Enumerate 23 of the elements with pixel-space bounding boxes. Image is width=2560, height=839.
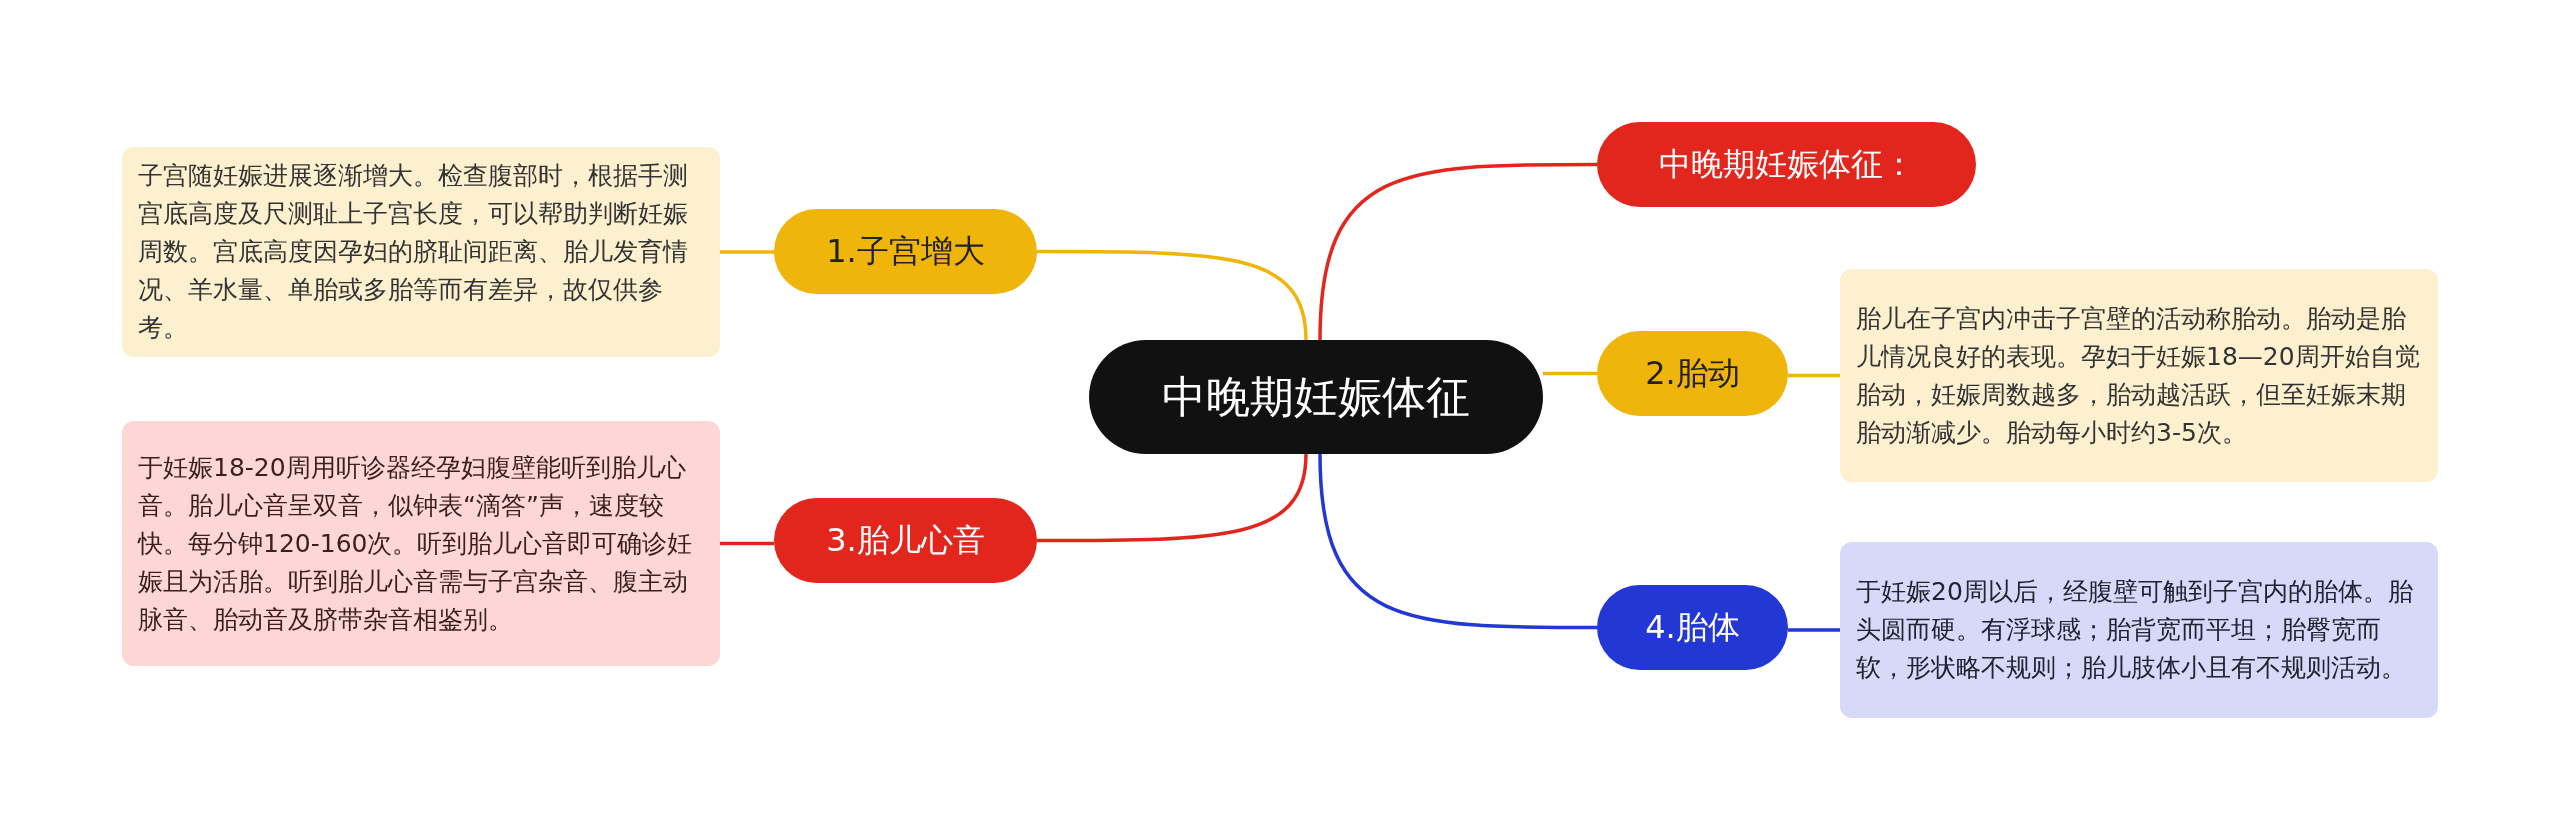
note-text: 于妊娠20周以后，经腹壁可触到子宫内的胎体。胎头圆而硬。有浮球感；胎背宽而平坦；胎臀宽而软，形状略不规则；胎儿肢体小且有不规则活动。 <box>1856 576 2414 684</box>
connector-line <box>1543 371 1597 376</box>
connector-line <box>1788 373 1840 378</box>
note-card <box>1840 269 2438 482</box>
note-text: 胎儿在子宫内冲击子宫壁的活动称胎动。胎动是胎儿情况良好的表现。孕妇于妊娠18—20周开始自觉胎动，妊娠周数越多，胎动越活跃，但至妊娠末期胎动渐减少。胎动每小时约3-5次。 <box>1856 302 2421 449</box>
connector-line <box>720 541 774 546</box>
connector-line <box>1788 628 1840 632</box>
note-card <box>122 421 720 666</box>
topic-label: 中晚期妊娠体征： <box>1658 145 1915 184</box>
note-text: 子宫随妊娠进展逐渐增大。检查腹部时，根据手测宫底高度及尺测耻上子宫长度，可以帮助判断妊娠周数。宫底高度因孕妇的脐耻间距离、胎儿发育情况、羊水量、单胎或多胎等而有差异，故仅供参考。 <box>138 160 689 344</box>
topic-label: 3.胎儿心音 <box>826 521 985 560</box>
connector-line <box>1037 249 1308 341</box>
topic-label: 4.胎体 <box>1645 608 1740 647</box>
topic-label: 2.胎动 <box>1645 354 1740 393</box>
connector-line <box>1318 453 1597 630</box>
topic-label: 1.子宫增大 <box>826 232 985 271</box>
topic-label: 中晚期妊娠体征 <box>1162 370 1470 424</box>
connector-line <box>1318 162 1597 341</box>
note-card <box>1840 542 2438 718</box>
note-card <box>122 147 720 357</box>
note-text: 于妊娠18-20周用听诊器经孕妇腹壁能听到胎儿心音。胎儿心音呈双音，似钟表“滴答”声，速度较快。每分钟120-160次。听到胎儿心音即可确诊妊娠且为活胎。听到胎儿心音需与子宫杂音、腹主动脉音、胎动音及脐带杂音相鉴别。 <box>138 451 694 636</box>
connector-line <box>720 250 774 254</box>
connector-line <box>1037 453 1308 543</box>
